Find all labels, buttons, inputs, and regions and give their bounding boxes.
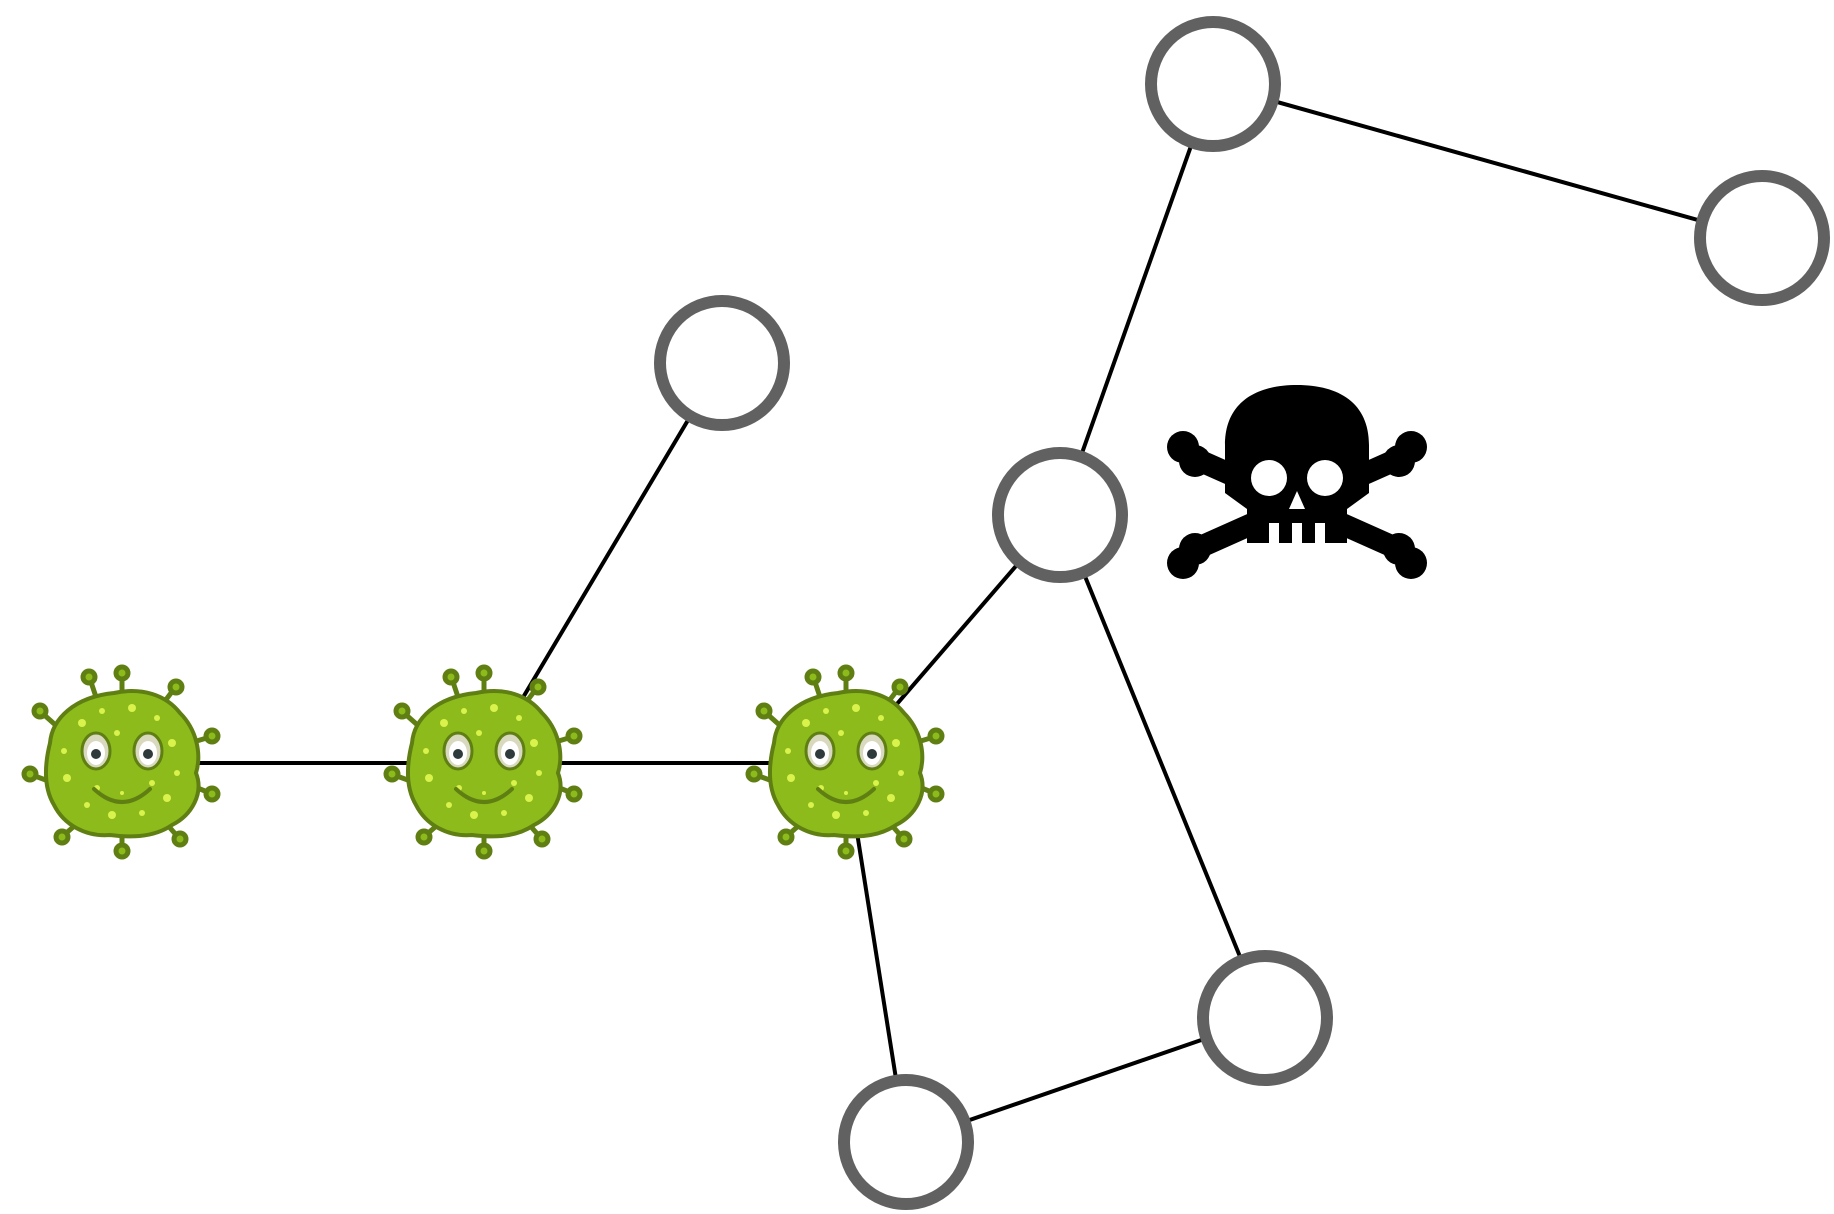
node-n9: [838, 1074, 974, 1210]
node-n8: [1197, 950, 1333, 1086]
virus-icon: [386, 667, 580, 857]
node-n6: [1145, 16, 1281, 152]
node-n7: [1694, 170, 1830, 306]
edge-n6-n7: [1212, 82, 1763, 240]
node-n4: [654, 295, 790, 431]
edge-n5-n8: [1058, 514, 1267, 1019]
nodes-layer: [24, 16, 1830, 1210]
virus-icon: [24, 667, 218, 857]
edge-n5-n6: [1058, 83, 1215, 516]
skull-crossbones-icon: [1167, 385, 1427, 579]
node-n5: [992, 447, 1128, 583]
virus-icon: [748, 667, 942, 857]
edges-layer: [122, 82, 1763, 1144]
